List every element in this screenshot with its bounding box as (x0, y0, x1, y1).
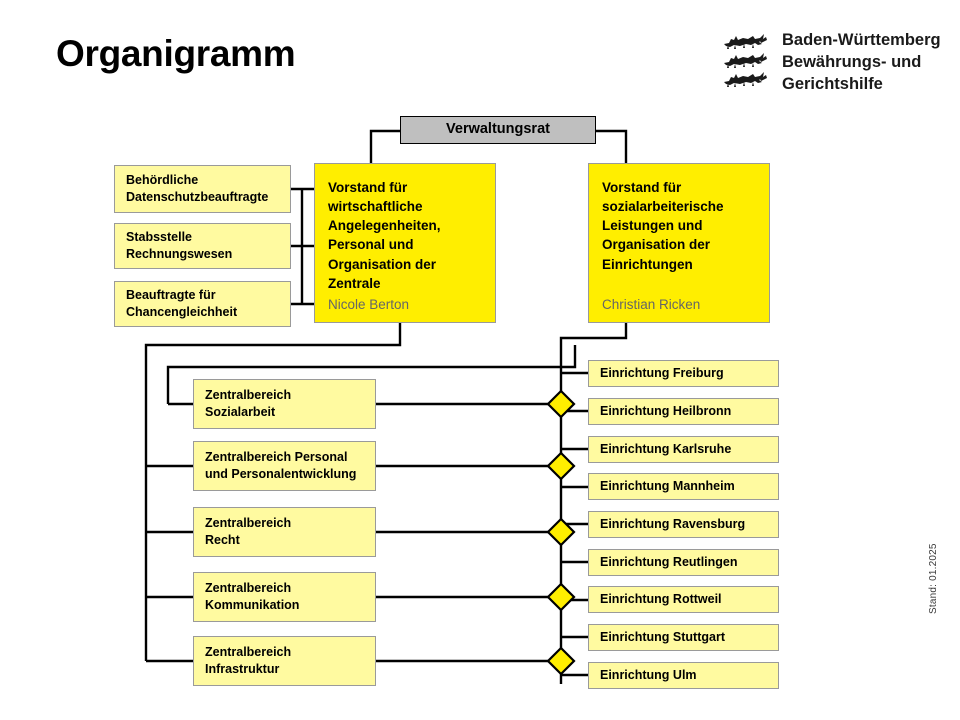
node-einrichtung-ulm[interactable]: Einrichtung Ulm (588, 662, 779, 689)
brand-wordmark: Baden-Württemberg Bewährungs- und Gerich… (782, 30, 941, 96)
junction-diamond (546, 646, 576, 676)
baden-wuerttemberg-three-lions-icon (724, 34, 767, 87)
node-label: Einrichtung Heilbronn (600, 404, 732, 418)
node-datenschutzbeauftragte[interactable]: Behördliche Datenschutzbeauftragte (114, 165, 291, 213)
node-label: Stabsstelle Rechnungswesen (126, 230, 233, 261)
node-label: Zentralbereich Recht (205, 516, 292, 547)
node-beauftragte-chancengleichheit[interactable]: Beauftragte für Chancengleichheit (114, 281, 291, 327)
brand-logo: Baden-Württemberg Bewährungs- und Gerich… (722, 30, 941, 96)
junction-diamond (546, 451, 576, 481)
node-label: Einrichtung Ravensburg (600, 517, 746, 531)
node-zentralbereich-sozialarbeit[interactable]: Zentralbereich Sozialarbeit (193, 379, 376, 429)
node-label: Einrichtung Karlsruhe (600, 442, 732, 456)
node-einrichtung-mannheim[interactable]: Einrichtung Mannheim (588, 473, 779, 500)
node-verwaltungsrat[interactable]: Verwaltungsrat (400, 116, 596, 144)
brand-line-1: Baden-Württemberg (782, 31, 941, 49)
node-label: Zentralbereich Sozialarbeit (205, 388, 292, 419)
junction-diamond (546, 582, 576, 612)
node-label: Einrichtung Ulm (600, 668, 697, 682)
node-einrichtung-stuttgart[interactable]: Einrichtung Stuttgart (588, 624, 779, 651)
node-vorstand-wirtschaft[interactable]: Vorstand für wirtschaftliche Angelegenhe… (314, 163, 496, 323)
node-label: Einrichtung Reutlingen (600, 555, 738, 569)
node-person-name: Christian Ricken (602, 297, 701, 312)
revision-stamp: Stand: 01.2025 (928, 543, 939, 614)
node-label: Behördliche Datenschutzbeauftragte (126, 173, 269, 204)
node-label: Zentralbereich Personal und Personalentw… (205, 450, 357, 481)
node-stabsstelle-rechnungswesen[interactable]: Stabsstelle Rechnungswesen (114, 223, 291, 269)
brand-line-2: Bewährungs- und (782, 52, 922, 71)
junction-diamond (546, 389, 576, 419)
node-label: Einrichtung Stuttgart (600, 630, 725, 644)
node-label: Vorstand für wirtschaftliche Angelegenhe… (328, 180, 441, 291)
node-label: Vorstand für sozialarbeiterische Leistun… (602, 180, 724, 272)
node-label: Zentralbereich Kommunikation (205, 581, 300, 612)
node-person-name: Nicole Berton (328, 297, 410, 312)
node-zentralbereich-kommunikation[interactable]: Zentralbereich Kommunikation (193, 572, 376, 622)
node-einrichtung-reutlingen[interactable]: Einrichtung Reutlingen (588, 549, 779, 576)
node-einrichtung-karlsruhe[interactable]: Einrichtung Karlsruhe (588, 436, 779, 463)
node-label: Einrichtung Mannheim (600, 479, 735, 493)
node-zentralbereich-recht[interactable]: Zentralbereich Recht (193, 507, 376, 557)
junction-diamond (546, 517, 576, 547)
node-label: Einrichtung Rottweil (600, 592, 722, 606)
node-einrichtung-ravensburg[interactable]: Einrichtung Ravensburg (588, 511, 779, 538)
node-label: Einrichtung Freiburg (600, 366, 724, 380)
node-label: Beauftragte für Chancengleichheit (126, 288, 238, 319)
node-einrichtung-freiburg[interactable]: Einrichtung Freiburg (588, 360, 779, 387)
node-vorstand-sozialarbeit[interactable]: Vorstand für sozialarbeiterische Leistun… (588, 163, 770, 323)
brand-line-3: Gerichtshilfe (782, 74, 883, 93)
node-label: Zentralbereich Infrastruktur (205, 645, 292, 676)
page-title: Organigramm (56, 33, 296, 74)
node-einrichtung-heilbronn[interactable]: Einrichtung Heilbronn (588, 398, 779, 425)
node-zentralbereich-infrastruktur[interactable]: Zentralbereich Infrastruktur (193, 636, 376, 686)
node-einrichtung-rottweil[interactable]: Einrichtung Rottweil (588, 586, 779, 613)
node-zentralbereich-personal[interactable]: Zentralbereich Personal und Personalentw… (193, 441, 376, 491)
node-label: Verwaltungsrat (446, 121, 550, 138)
